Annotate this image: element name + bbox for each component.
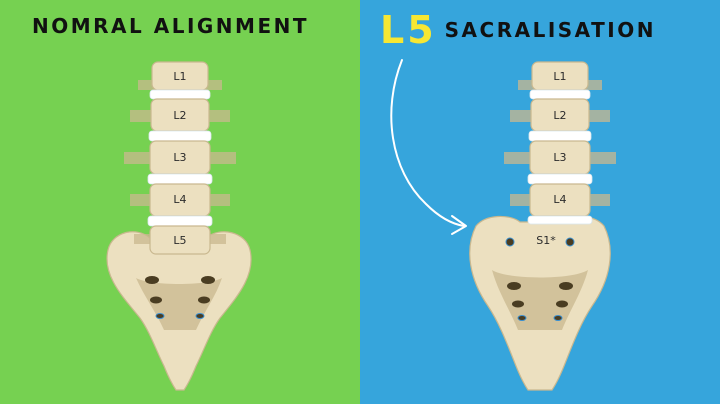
label-l4-right: L4 bbox=[553, 193, 566, 206]
vertebra-l3 bbox=[124, 140, 236, 175]
arrow-head-icon bbox=[451, 215, 467, 235]
sacrum-fused bbox=[469, 215, 611, 391]
vertebra-l1-right bbox=[518, 61, 602, 91]
disc-l4-l5 bbox=[147, 215, 213, 227]
label-l2-right: L2 bbox=[553, 109, 566, 122]
vertebra-l2 bbox=[130, 98, 230, 132]
vertebra-l2-right bbox=[510, 98, 610, 132]
disc-l1-l2-right bbox=[529, 89, 591, 100]
title-l5-sacralisation: L5 SACRALISATION bbox=[380, 8, 656, 52]
disc-l1-l2 bbox=[149, 89, 211, 100]
sacralised-spine-illustration: L1 L2 L3 L4 S1* bbox=[360, 0, 720, 404]
label-l4: L4 bbox=[173, 193, 186, 206]
lumbar-vertebrae bbox=[124, 61, 236, 255]
normal-spine-illustration: L1 L2 L3 L4 L5 bbox=[0, 0, 360, 404]
curved-arrow-icon bbox=[390, 59, 465, 227]
disc-l2-l3 bbox=[148, 130, 212, 142]
label-s1-fused: S1* bbox=[536, 234, 556, 247]
title-sacralisation: SACRALISATION bbox=[444, 18, 656, 42]
label-l1: L1 bbox=[173, 70, 186, 83]
disc-l2-l3-right bbox=[528, 130, 592, 142]
label-l5: L5 bbox=[173, 234, 186, 247]
title-normal-alignment: NOMRAL ALIGNMENT bbox=[32, 14, 309, 38]
panel-l5-sacralisation: L1 L2 L3 L4 S1* L5 SACRALISATION bbox=[360, 0, 720, 404]
title-accent-l5: L5 bbox=[380, 8, 437, 52]
label-l2: L2 bbox=[173, 109, 186, 122]
sacrum bbox=[106, 231, 252, 391]
disc-l3-l4 bbox=[147, 173, 213, 185]
vertebra-l5 bbox=[134, 225, 226, 255]
label-l1-right: L1 bbox=[553, 70, 566, 83]
disc-l3-l4-right bbox=[527, 173, 593, 185]
label-l3: L3 bbox=[173, 151, 186, 164]
label-l3-right: L3 bbox=[553, 151, 566, 164]
vertebra-l1 bbox=[138, 61, 222, 91]
vertebra-l3-right bbox=[504, 140, 616, 175]
disc-l4-s1-right bbox=[527, 215, 593, 225]
lumbar-vertebrae-right bbox=[504, 61, 616, 225]
panel-normal-alignment: L1 L2 L3 L4 L5 NOMRAL ALIGNMENT bbox=[0, 0, 360, 404]
